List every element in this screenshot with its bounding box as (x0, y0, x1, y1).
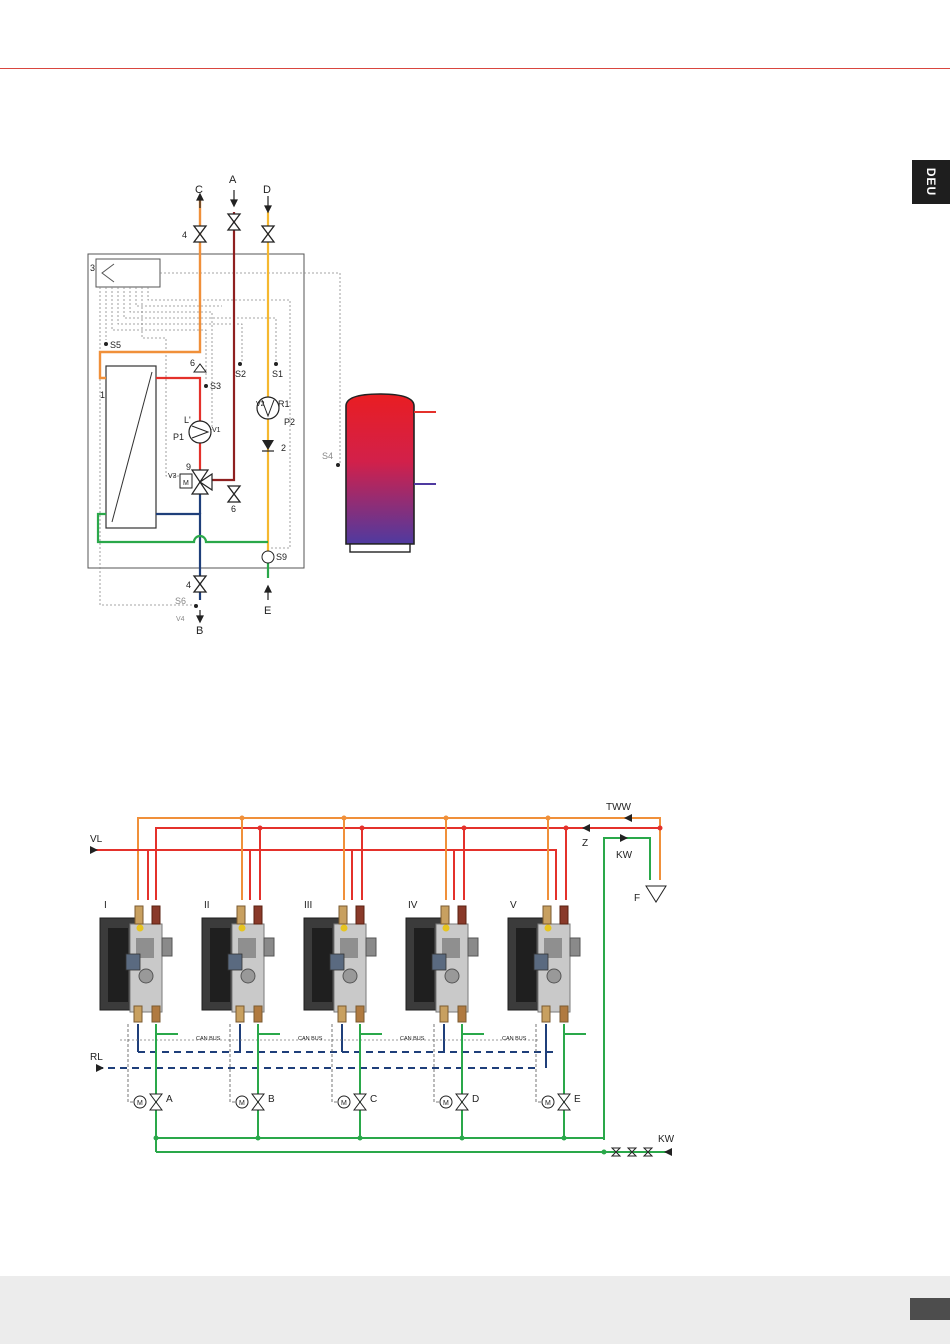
label-z: Z (582, 838, 588, 849)
station-2 (202, 906, 274, 1022)
station-1 (100, 906, 172, 1022)
kw-main (156, 1024, 604, 1138)
label-valve-a: A (166, 1094, 173, 1105)
label-kw-bottom: KW (658, 1134, 675, 1145)
station-3 (304, 906, 376, 1022)
label-a: A (229, 174, 237, 186)
label-f: F (634, 893, 640, 904)
tww-line (138, 818, 660, 900)
label-1: 1 (100, 390, 105, 400)
label-valve-c: C (370, 1094, 377, 1105)
flow-sensor (262, 551, 274, 563)
valve-b (194, 576, 206, 592)
drain-valve (228, 486, 240, 502)
controller-box (96, 259, 160, 287)
label-4-top: 4 (182, 230, 187, 240)
label-rl: RL (90, 1052, 103, 1063)
label-kw-top: KW (616, 850, 633, 861)
label-p2: P2 (284, 417, 295, 427)
label-v1: V1 (212, 427, 221, 434)
motor-c: M (341, 1100, 347, 1107)
check-valve (262, 440, 274, 450)
label-vl: VL (90, 834, 103, 845)
label-valve-e: E (574, 1094, 581, 1105)
label-2: 2 (281, 443, 286, 453)
pipe-darkred (206, 212, 234, 480)
label-b: B (196, 625, 203, 637)
label-canbus-4: CAN BUS (502, 1036, 527, 1042)
station-4 (406, 906, 478, 1022)
label-s1: S1 (272, 369, 283, 379)
label-e: E (264, 605, 271, 617)
label-4-bottom: 4 (186, 580, 191, 590)
motor-e: M (545, 1100, 551, 1107)
valve-a (228, 214, 240, 230)
page-footer (0, 1276, 950, 1344)
motor-d: M (443, 1100, 449, 1107)
diagram2: M M M M M VL RL TWW Z KW F I II III IV V… (90, 802, 675, 1156)
label-6-top: 6 (190, 358, 195, 368)
vl-line (92, 850, 556, 900)
label-c: C (195, 184, 203, 196)
buffer-tank (346, 394, 436, 552)
label-p1: P1 (173, 432, 184, 442)
label-s3: S3 (210, 381, 221, 391)
page-number-box (910, 1298, 950, 1320)
label-v2: V2 (256, 401, 265, 408)
label-canbus-2: CAN BUS (298, 1036, 323, 1042)
mixing-valve (192, 470, 212, 494)
label-valve-d: D (472, 1094, 479, 1105)
valve-c (194, 226, 206, 242)
kw-riser (604, 838, 650, 1140)
label-station-1: I (104, 900, 107, 911)
label-valve-b: B (268, 1094, 275, 1105)
motor-a: M (137, 1100, 143, 1107)
label-tww: TWW (606, 802, 632, 813)
pipe-blue (156, 514, 200, 600)
vent-icon (194, 364, 206, 372)
label-d: D (263, 184, 271, 196)
label-station-5: V (510, 900, 517, 911)
label-station-2: II (204, 900, 210, 911)
label-s6: S6 (175, 596, 186, 606)
label-6-bottom: 6 (231, 504, 236, 514)
label-v3: V3 (168, 473, 177, 480)
label-station-4: IV (408, 900, 418, 911)
label-canbus-3: CAN BUS (400, 1036, 425, 1042)
label-3: 3 (90, 263, 95, 273)
label-s5: S5 (110, 340, 121, 350)
label-s9: S9 (276, 552, 287, 562)
label-canbus-1: CAN BUS (196, 1036, 221, 1042)
label-s4: S4 (322, 451, 333, 461)
label-9: 9 (186, 462, 191, 472)
label-station-3: III (304, 900, 312, 911)
label-r1: R1 (278, 399, 290, 409)
station-5 (508, 906, 580, 1022)
label-m: M (183, 480, 189, 487)
valve-d (262, 226, 274, 242)
diagram1: C A D B E 1 2 3 4 4 6 6 9 S1 S2 S3 S4 S5… (88, 174, 436, 637)
heat-exchanger (106, 366, 156, 528)
motor-b: M (239, 1100, 245, 1107)
label-s2: S2 (235, 369, 246, 379)
funnel-icon (646, 886, 666, 902)
label-v4: V4 (176, 616, 185, 623)
label-l: L' (184, 415, 191, 425)
